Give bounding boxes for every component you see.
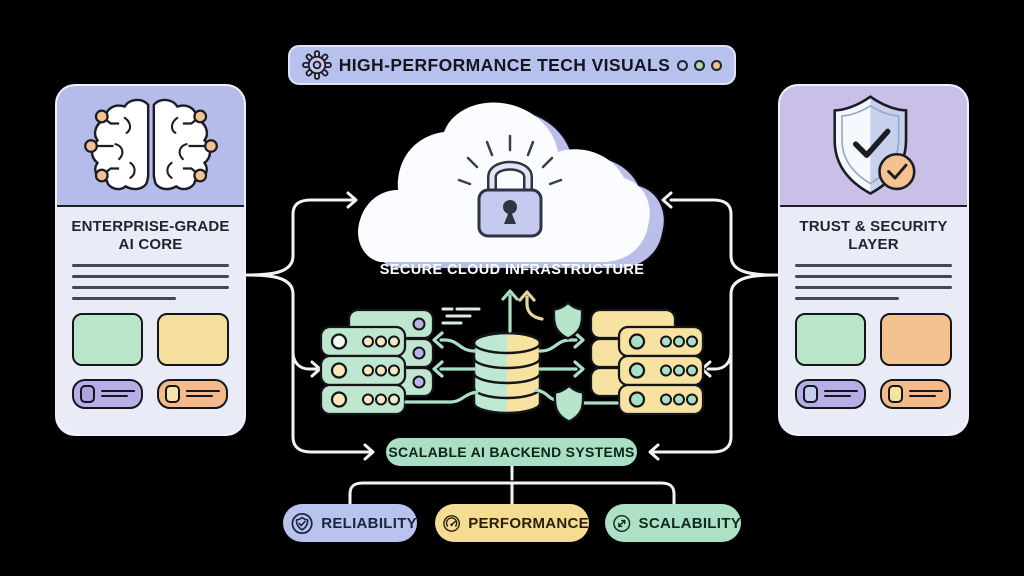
chip-purple: [795, 378, 866, 409]
chip-square: [888, 384, 903, 403]
gauge-icon: [443, 514, 460, 532]
server-stack-right-icon: [589, 308, 705, 416]
card-ai-core-title: ENTERPRISE-GRADE AI CORE: [71, 218, 230, 253]
thumbnail-green: [795, 312, 866, 366]
card-trust-security-title: TRUST & SECURITY LAYER: [799, 218, 948, 253]
header-banner: HIGH-PERFORMANCE TECH VISUALS: [288, 45, 736, 85]
gear-icon: [302, 50, 332, 80]
text-placeholder-lines: [72, 264, 229, 300]
badge-label: PERFORMANCE: [468, 514, 589, 532]
placeholder-line: [72, 286, 229, 289]
brain-circuit-icon: [83, 98, 218, 190]
card-trust-security-header: [780, 86, 967, 207]
flow-arrow-tan: [518, 290, 544, 321]
header-title: HIGH-PERFORMANCE TECH VISUALS: [338, 54, 671, 75]
placeholder-line: [795, 286, 952, 289]
badge-scalability: SCALABILITY: [605, 504, 741, 542]
flow-arrows: [404, 289, 619, 405]
thumbnail-row: [72, 312, 229, 366]
shield-icon: [552, 301, 585, 423]
cloud-label: SECURE CLOUD INFRASTRUCTURE: [379, 262, 645, 278]
chip-orange: [157, 378, 228, 409]
placeholder-line: [795, 275, 952, 278]
card-trust-security: TRUST & SECURITY LAYER: [778, 84, 969, 436]
thumbnail-yellow: [157, 312, 229, 366]
placeholder-line: [795, 297, 899, 300]
badge-label: SCALABILITY: [638, 514, 741, 532]
cloud-icon: [358, 102, 666, 270]
chip-square: [803, 384, 818, 403]
expand-arrows-icon: [613, 514, 631, 532]
header-dots: [677, 59, 722, 71]
placeholder-line: [72, 297, 176, 300]
badge-reliability: RELIABILITY: [283, 504, 417, 542]
thumbnail-orange: [880, 312, 952, 366]
chip-orange: [880, 378, 951, 409]
server-stack-left-icon: [319, 308, 435, 416]
placeholder-line: [795, 264, 952, 267]
chip-square: [80, 384, 95, 403]
card-ai-core: ENTERPRISE-GRADE AI CORE: [55, 84, 246, 436]
data-dashes: [441, 307, 481, 325]
placeholder-line: [72, 275, 229, 278]
connector-lines: [245, 191, 779, 506]
backend-systems-pill: SCALABLE AI BACKEND SYSTEMS: [386, 438, 637, 466]
dot-outline: [677, 59, 688, 71]
dot-green: [694, 59, 705, 71]
chip-row: [72, 378, 229, 409]
shield-check-badge-icon: [832, 94, 915, 195]
sparkle-rays: [457, 134, 563, 186]
text-placeholder-lines: [795, 264, 952, 300]
chip-row: [795, 378, 952, 409]
shield-check-icon: [291, 512, 313, 534]
thumbnail-row: [795, 312, 952, 366]
padlock-icon: [477, 160, 543, 238]
thumbnail-green: [72, 312, 143, 366]
chip-purple: [72, 378, 143, 409]
badge-performance: PERFORMANCE: [435, 504, 589, 542]
dot-orange: [711, 59, 722, 71]
chip-square: [165, 384, 180, 403]
badge-label: RELIABILITY: [321, 514, 417, 532]
card-ai-core-header: [57, 86, 244, 207]
placeholder-line: [72, 264, 229, 267]
database-icon: [472, 331, 542, 415]
